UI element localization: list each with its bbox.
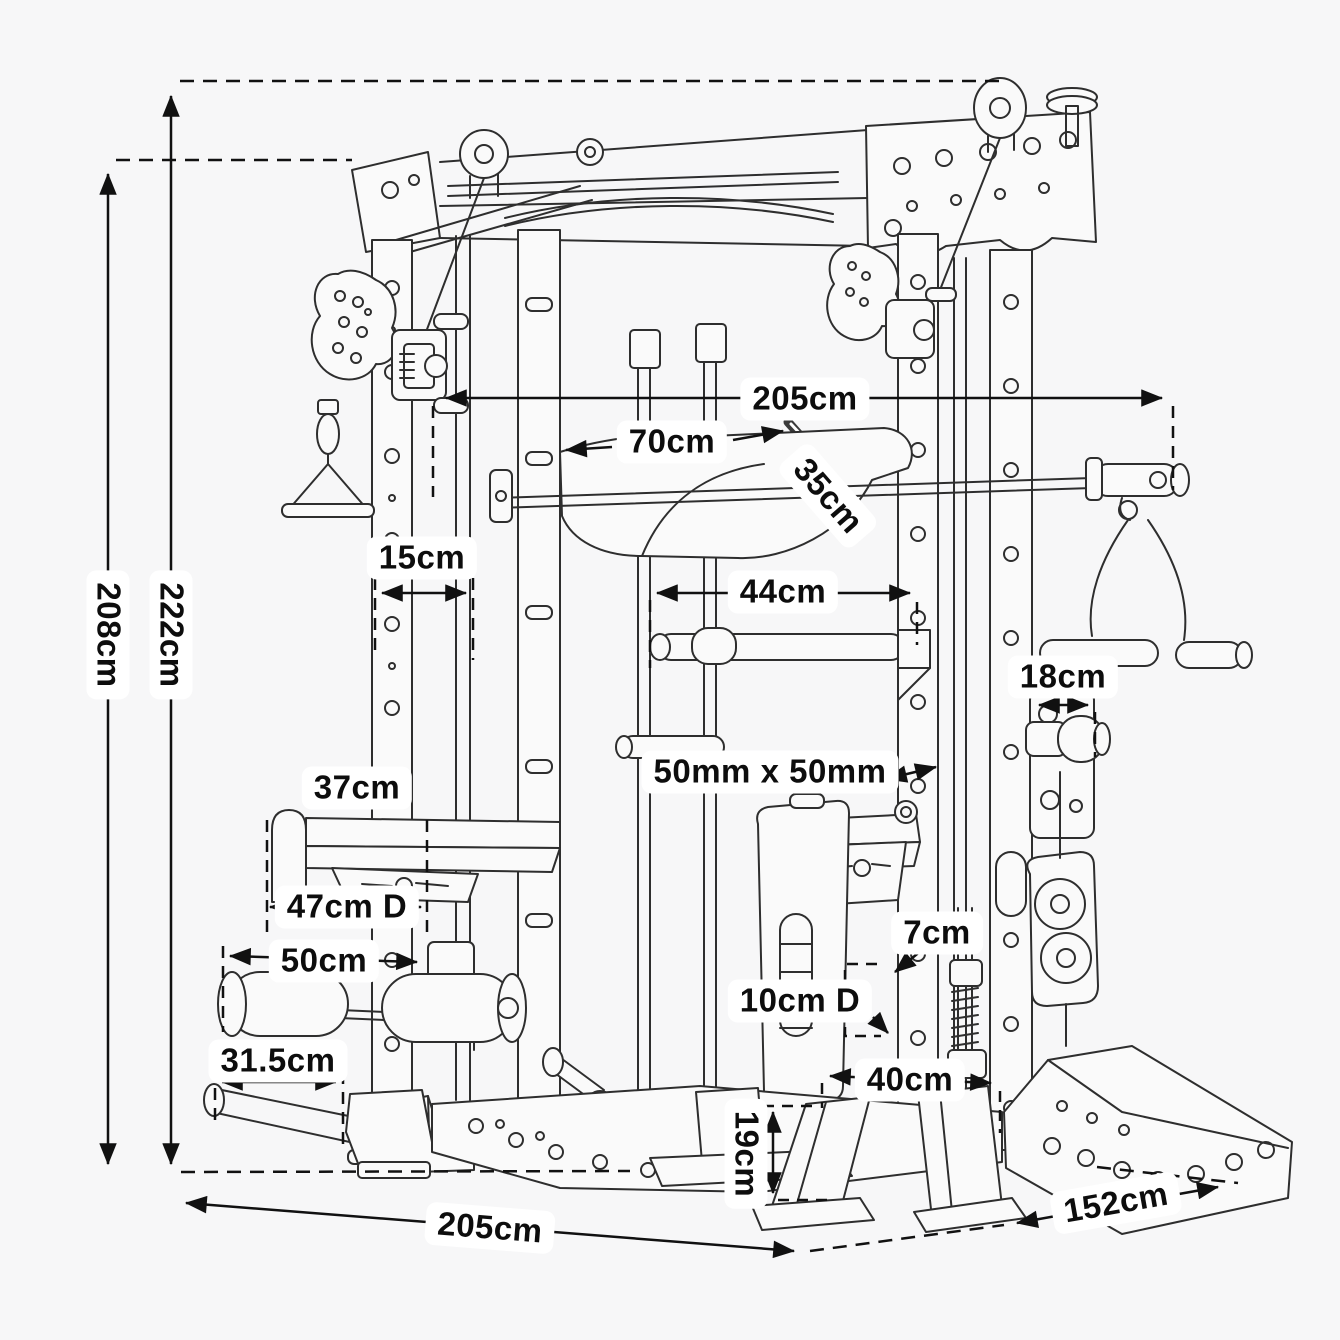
dim-max-height-label: 222cm: [149, 570, 193, 700]
dim-handle-offset-label: 7cm: [891, 911, 983, 955]
dim-jhook-depth-label: 47cm D: [274, 885, 420, 929]
dim-peg-length-label: 18cm: [1007, 655, 1119, 699]
dim-line-bar-grip: [564, 439, 613, 458]
footprint-edge: [809, 1223, 1005, 1253]
dim-line-handle-offset: [867, 1011, 889, 1034]
dim-handle-diameter-label: 10cm D: [727, 979, 873, 1023]
dim-ramp-height-label: 19cm: [724, 1098, 768, 1210]
dim-landmine-label: 31.5cm: [208, 1039, 348, 1083]
dim-tube-profile-label: 50mm x 50mm: [641, 750, 899, 794]
dim-ramp-width-label: 40cm: [854, 1058, 966, 1102]
dim-frame-height-label: 208cm: [86, 570, 130, 700]
dim-bar-grip-label: 70cm: [616, 420, 728, 464]
dim-top-width-label: 205cm: [740, 377, 870, 421]
footprint-edge: [180, 1169, 631, 1174]
dim-hook-spacing-label: 15cm: [366, 536, 478, 580]
dim-line-bar-grip: [732, 426, 785, 444]
dim-leg-roller-label: 50cm: [268, 939, 380, 983]
dim-inner-width-label: 44cm: [727, 570, 839, 614]
dim-jhook-width-label: 37cm: [301, 766, 413, 810]
